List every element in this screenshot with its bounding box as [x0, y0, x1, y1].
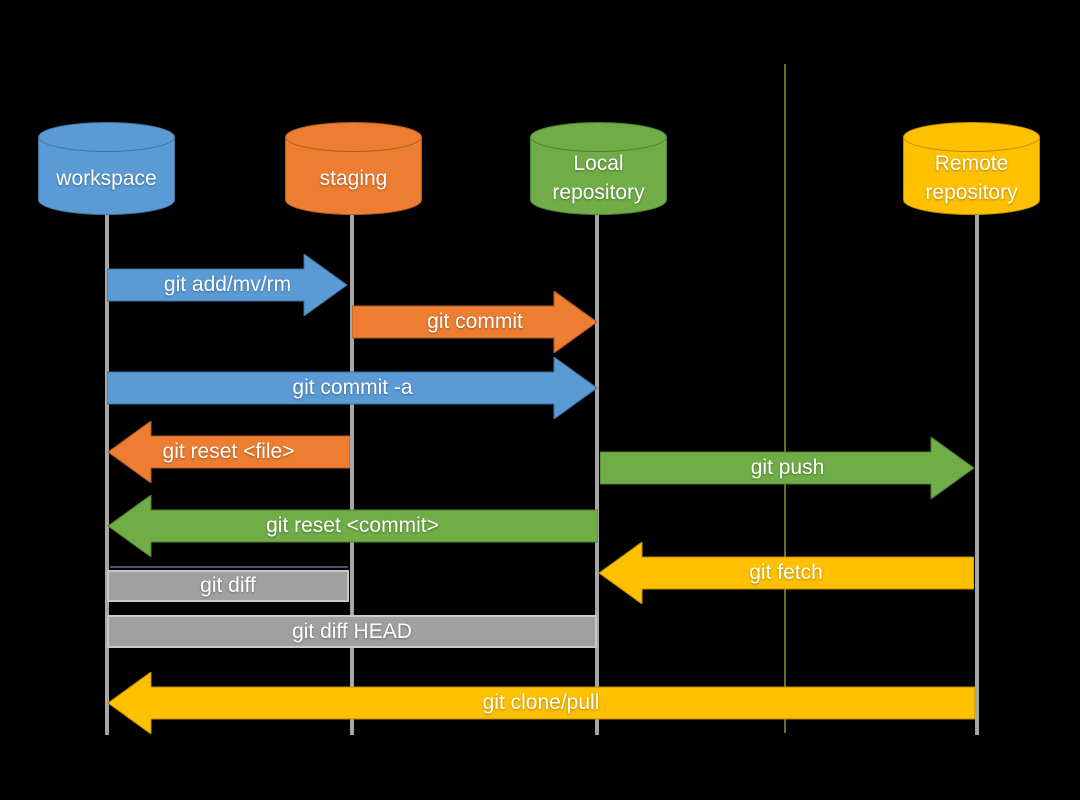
- right-arrow-icon: [600, 437, 975, 499]
- right-arrow-icon: [107, 357, 598, 419]
- node-workspace-label: workspace: [56, 166, 157, 190]
- arrow-git-commit: git commit: [352, 291, 598, 353]
- arrow-git-clone-pull: git clone/pull: [107, 672, 975, 734]
- bar-git-diff-label: git diff: [200, 574, 256, 597]
- remote-boundary-line: [784, 64, 786, 733]
- bar-git-diff: git diff: [107, 570, 349, 602]
- node-staging-label: staging: [319, 166, 388, 190]
- node-remote-repository-label: Remote repository: [925, 152, 1018, 204]
- node-staging: staging: [285, 122, 422, 215]
- arrow-git-reset-commit: git reset <commit>: [107, 495, 598, 557]
- arrow-git-commit-label: git commit: [427, 310, 523, 333]
- arrow-git-push-label: git push: [750, 456, 825, 479]
- arrow-git-fetch-label: git fetch: [749, 561, 823, 584]
- bar-git-diff-head-label: git diff HEAD: [292, 619, 412, 643]
- cylinder-top-icon: [903, 122, 1040, 152]
- diff-divider-line: [110, 566, 348, 568]
- arrow-git-reset-file: git reset <file>: [107, 421, 350, 483]
- arrow-git-reset-file-label: git reset <file>: [162, 440, 295, 463]
- left-arrow-icon: [107, 672, 975, 734]
- cylinder-top-icon: [38, 122, 175, 152]
- arrow-git-add-mv-rm-label: git add/mv/rm: [163, 273, 292, 296]
- cylinder-top-icon: [530, 122, 667, 152]
- node-local-repository-label: Local repository: [552, 152, 645, 204]
- left-arrow-icon: [107, 495, 598, 557]
- right-arrow-icon: [352, 291, 598, 353]
- node-workspace: workspace: [38, 122, 175, 215]
- left-arrow-icon: [598, 542, 974, 604]
- arrow-git-push: git push: [600, 437, 975, 499]
- node-remote-repository: Remote repository: [903, 122, 1040, 215]
- arrow-git-fetch: git fetch: [598, 542, 974, 604]
- arrow-git-add-mv-rm: git add/mv/rm: [107, 254, 348, 316]
- arrow-git-clone-pull-label: git clone/pull: [482, 691, 600, 714]
- right-arrow-icon: [107, 254, 348, 316]
- cylinder-top-icon: [285, 122, 422, 152]
- arrow-git-commit-a-label: git commit -a: [292, 376, 413, 399]
- left-arrow-icon: [107, 421, 350, 483]
- lifeline-remote-repository: [975, 214, 979, 735]
- lifeline-staging: [350, 214, 354, 735]
- lifeline-workspace: [105, 214, 109, 735]
- bar-git-diff-head: git diff HEAD: [107, 615, 597, 648]
- node-local-repository: Local repository: [530, 122, 667, 215]
- arrow-git-commit-a: git commit -a: [107, 357, 598, 419]
- arrow-git-reset-commit-label: git reset <commit>: [266, 514, 439, 537]
- lifeline-local-repository: [595, 214, 599, 735]
